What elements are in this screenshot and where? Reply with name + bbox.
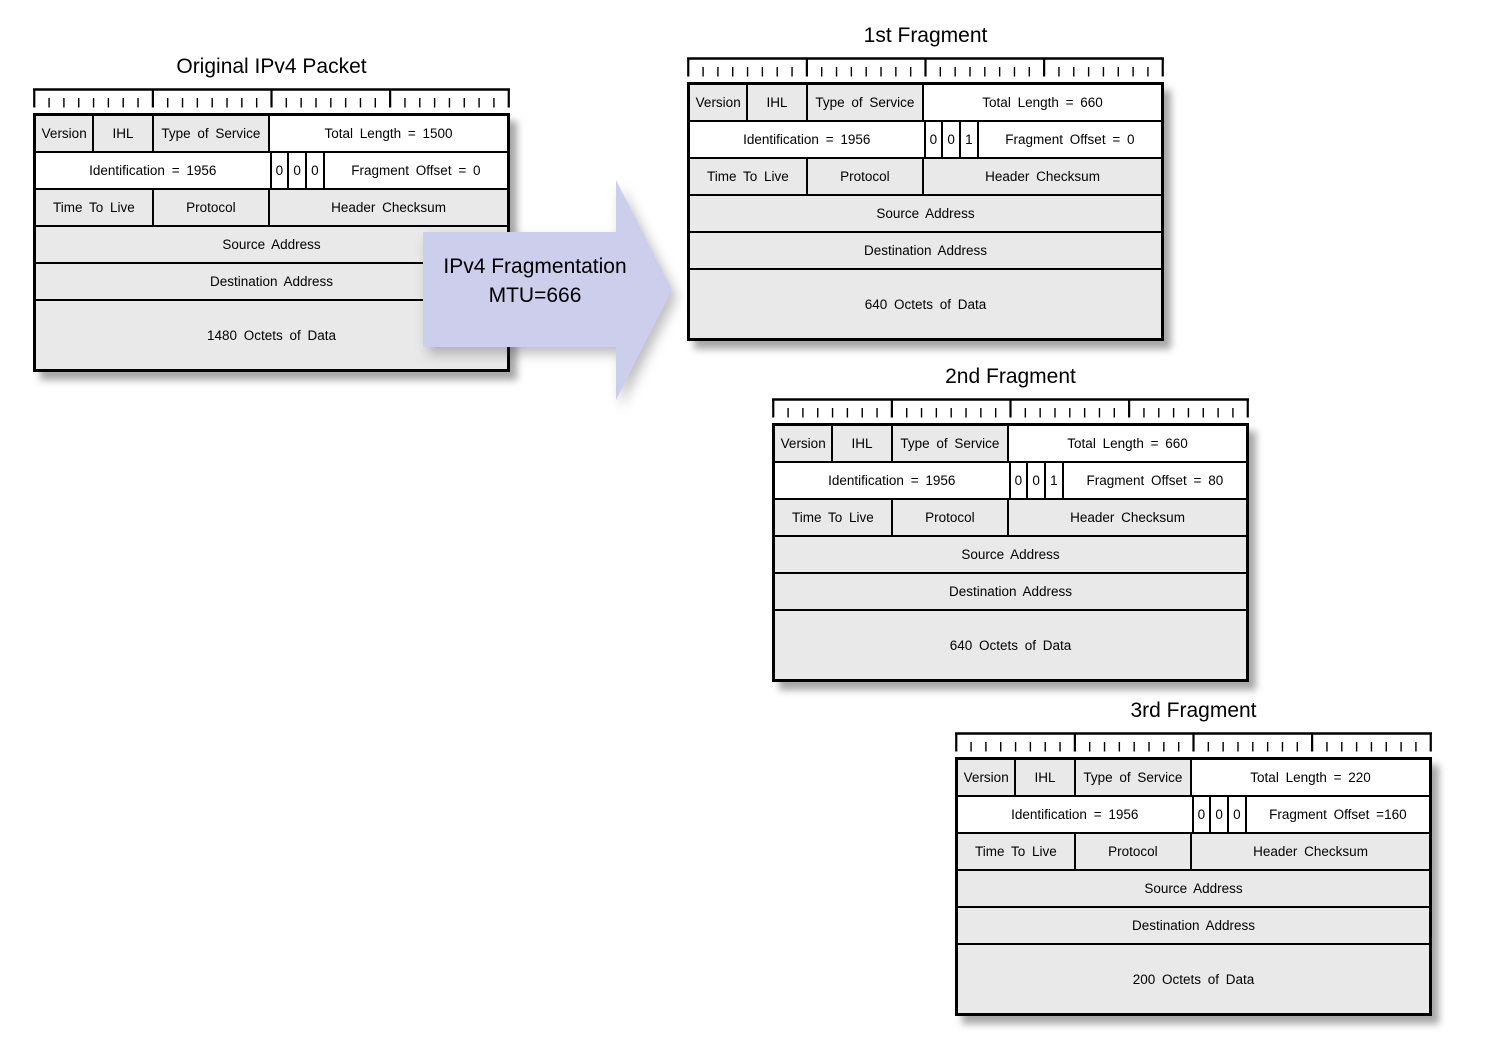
field-flag-mf: 0 [1229, 797, 1247, 832]
field-protocol: Protocol [807, 159, 925, 194]
field-header-checksum: Header Checksum [270, 190, 507, 225]
field-protocol: Protocol [153, 190, 271, 225]
field-time-to-live: Time To Live [690, 159, 808, 194]
field-source-address: Source Address [958, 871, 1429, 906]
packet-title: 2nd Fragment [945, 365, 1076, 388]
header-row-2: Identification = 1956 0 0 1 Fragment Off… [775, 463, 1246, 500]
field-flag-reserved: 0 [1193, 797, 1212, 832]
fragmentation-arrow-label: IPv4 Fragmentation MTU=666 [420, 250, 650, 312]
header-row-3: Time To Live Protocol Header Checksum [958, 834, 1429, 871]
payload-row: 200 Octets of Data [958, 945, 1429, 1013]
packet-diagram-fragment-1: 1st Fragment Version IHL Type of Service… [687, 23, 1164, 341]
field-version: Version [690, 85, 749, 120]
bit-ruler [33, 88, 510, 108]
field-source-address: Source Address [775, 537, 1246, 572]
field-flag-reserved: 0 [271, 153, 290, 188]
field-time-to-live: Time To Live [775, 500, 893, 535]
field-ihl: IHL [748, 85, 808, 120]
field-flag-reserved: 0 [925, 122, 944, 157]
field-identification: Identification = 1956 [775, 463, 1011, 498]
field-version: Version [958, 760, 1017, 795]
field-version: Version [36, 116, 95, 151]
field-total-length: Total Length = 660 [924, 85, 1161, 120]
field-flag-reserved: 0 [1010, 463, 1029, 498]
header-row-destination: Destination Address [775, 574, 1246, 611]
field-flag-df: 0 [1211, 797, 1229, 832]
field-flag-df: 0 [289, 153, 307, 188]
field-identification: Identification = 1956 [958, 797, 1194, 832]
header-row-source: Source Address [775, 537, 1246, 574]
field-ihl: IHL [94, 116, 154, 151]
field-destination-address: Destination Address [958, 908, 1429, 943]
field-payload: 640 Octets of Data [690, 270, 1161, 338]
ipv4-header-table: Version IHL Type of Service Total Length… [772, 423, 1249, 682]
payload-row: 640 Octets of Data [775, 611, 1246, 679]
field-ihl: IHL [1016, 760, 1076, 795]
field-protocol: Protocol [892, 500, 1010, 535]
header-row-1: Version IHL Type of Service Total Length… [775, 426, 1246, 463]
header-row-destination: Destination Address [958, 908, 1429, 945]
bit-ruler [955, 732, 1432, 752]
field-fragment-offset: Fragment Offset = 80 [1063, 463, 1246, 498]
field-header-checksum: Header Checksum [1192, 834, 1429, 869]
field-payload: 640 Octets of Data [775, 611, 1246, 679]
field-payload: 200 Octets of Data [958, 945, 1429, 1013]
field-header-checksum: Header Checksum [924, 159, 1161, 194]
field-type-of-service: Type of Service [1075, 760, 1193, 795]
field-flag-df: 0 [943, 122, 961, 157]
packet-diagram-fragment-3: 3rd Fragment Version IHL Type of Service… [955, 698, 1432, 1016]
field-identification: Identification = 1956 [36, 153, 272, 188]
field-type-of-service: Type of Service [153, 116, 271, 151]
payload-row: 640 Octets of Data [690, 270, 1161, 338]
fragmentation-arrow [420, 172, 680, 408]
header-row-1: Version IHL Type of Service Total Length… [36, 116, 507, 153]
field-flag-mf: 1 [961, 122, 979, 157]
field-fragment-offset: Fragment Offset =160 [1246, 797, 1429, 832]
header-row-2: Identification = 1956 0 0 0 Fragment Off… [36, 153, 507, 190]
field-type-of-service: Type of Service [892, 426, 1010, 461]
header-row-3: Time To Live Protocol Header Checksum [36, 190, 507, 227]
header-row-destination: Destination Address [690, 233, 1161, 270]
field-destination-address: Destination Address [775, 574, 1246, 609]
field-version: Version [775, 426, 834, 461]
field-protocol: Protocol [1075, 834, 1193, 869]
header-row-2: Identification = 1956 0 0 0 Fragment Off… [958, 797, 1429, 834]
ipv4-header-table: Version IHL Type of Service Total Length… [687, 82, 1164, 341]
header-row-source: Source Address [958, 871, 1429, 908]
packet-title: Original IPv4 Packet [176, 55, 367, 78]
arrow-label-line2: MTU=666 [488, 284, 582, 307]
header-row-1: Version IHL Type of Service Total Length… [958, 760, 1429, 797]
field-flag-mf: 1 [1046, 463, 1064, 498]
header-row-3: Time To Live Protocol Header Checksum [690, 159, 1161, 196]
arrow-label-line1: IPv4 Fragmentation [443, 255, 627, 278]
field-type-of-service: Type of Service [807, 85, 925, 120]
packet-diagram-fragment-2: 2nd Fragment Version IHL Type of Service… [772, 364, 1249, 682]
header-row-1: Version IHL Type of Service Total Length… [690, 85, 1161, 122]
bit-ruler [687, 57, 1164, 77]
field-fragment-offset: Fragment Offset = 0 [324, 153, 507, 188]
field-header-checksum: Header Checksum [1009, 500, 1246, 535]
packet-title: 1st Fragment [863, 24, 988, 47]
field-flag-mf: 0 [307, 153, 325, 188]
ipv4-header-table: Version IHL Type of Service Total Length… [955, 757, 1432, 1016]
bit-ruler [772, 398, 1249, 418]
field-flag-df: 0 [1028, 463, 1046, 498]
field-fragment-offset: Fragment Offset = 0 [978, 122, 1161, 157]
field-source-address: Source Address [690, 196, 1161, 231]
field-time-to-live: Time To Live [36, 190, 154, 225]
field-identification: Identification = 1956 [690, 122, 926, 157]
field-ihl: IHL [833, 426, 893, 461]
right-arrow-shape [423, 180, 672, 400]
field-destination-address: Destination Address [690, 233, 1161, 268]
header-row-2: Identification = 1956 0 0 1 Fragment Off… [690, 122, 1161, 159]
field-total-length: Total Length = 1500 [270, 116, 507, 151]
field-total-length: Total Length = 660 [1009, 426, 1246, 461]
header-row-3: Time To Live Protocol Header Checksum [775, 500, 1246, 537]
header-row-source: Source Address [690, 196, 1161, 233]
packet-title: 3rd Fragment [1130, 699, 1257, 722]
field-total-length: Total Length = 220 [1192, 760, 1429, 795]
field-time-to-live: Time To Live [958, 834, 1076, 869]
